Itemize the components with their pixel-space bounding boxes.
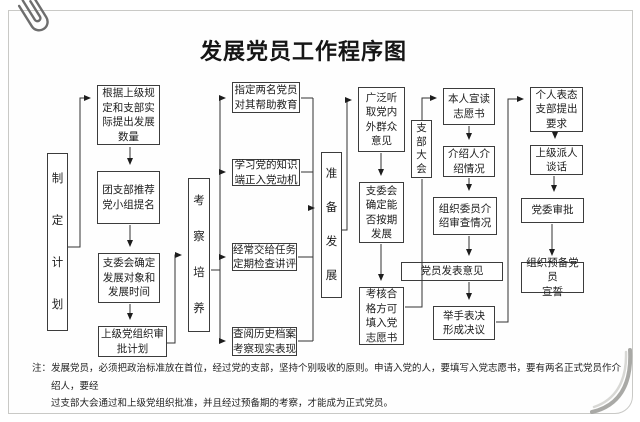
page-title: 发展党员工作程序图	[199, 39, 407, 64]
flow-step-vote-resolution: 举手表决 形成决议	[433, 306, 495, 340]
flow-step-oath-ceremony: 组织预备党员 宣誓	[521, 257, 584, 298]
flow-step-check-archives: 查阅历史档案 考察现实表现	[232, 327, 297, 356]
flow-stage-inspect-cultivate: 考 察 培 养	[188, 178, 210, 332]
flow-step-propose-quantity: 根据上级规 定和支部实 际提出发展 数量	[97, 85, 160, 145]
flow-stage-prepare-develop: 准 备 发 展	[321, 152, 342, 298]
flow-step-learn-knowledge: 学习党的知识 端正入党动机	[232, 159, 300, 186]
flow-step-read-application: 本人宣读 志愿书	[443, 88, 495, 125]
flow-stage-make-plan: 制 定 计 划	[47, 153, 68, 331]
flow-step-committee-set-targets: 支委会确定 发展对象和 发展时间	[98, 253, 160, 303]
flow-step-org-committee-report: 组织委员介 绍审查情况	[433, 197, 497, 235]
flow-step-superior-talk: 上级派人 谈话	[530, 145, 583, 175]
flow-step-qualified-fill-form: 考核合 格方可 填入党 志愿书	[359, 287, 404, 345]
flow-step-higher-approve-plan: 上级党组织审 批计划	[98, 326, 167, 357]
flow-step-personal-statement: 个人表态 支部提出 要求	[530, 87, 583, 132]
flow-step-assign-helpers: 指定两名党员 对其帮助教育	[232, 82, 300, 113]
flow-stage-branch-meeting: 支 部 大 会	[411, 120, 432, 178]
flow-step-listen-opinions: 广泛听 取党内 外群众 意见	[358, 87, 405, 152]
footnote-label: 注：	[32, 363, 52, 374]
flow-step-introducers-present: 介绍人介 绍情况	[443, 146, 495, 177]
flow-step-confirm-schedule: 支委会 确定能 否按期 发展	[359, 182, 404, 243]
footnote: 注： 发展党员，必须把政治标准放在首位，经过党的支部，坚持个别吸收的原则。申请入…	[32, 360, 626, 413]
flow-step-league-recommend: 团支部推荐 党小组提名	[97, 171, 160, 224]
footnote-text: 发展党员，必须把政治标准放在首位，经过党的支部，坚持个别吸收的原则。申请入党的人…	[51, 363, 622, 409]
flow-step-committee-approval: 党委审批	[521, 198, 584, 223]
flow-step-assign-tasks: 经常交给任务 定期检查讲评	[232, 243, 297, 271]
flow-step-members-opinions: 党员发表意见	[401, 262, 503, 281]
